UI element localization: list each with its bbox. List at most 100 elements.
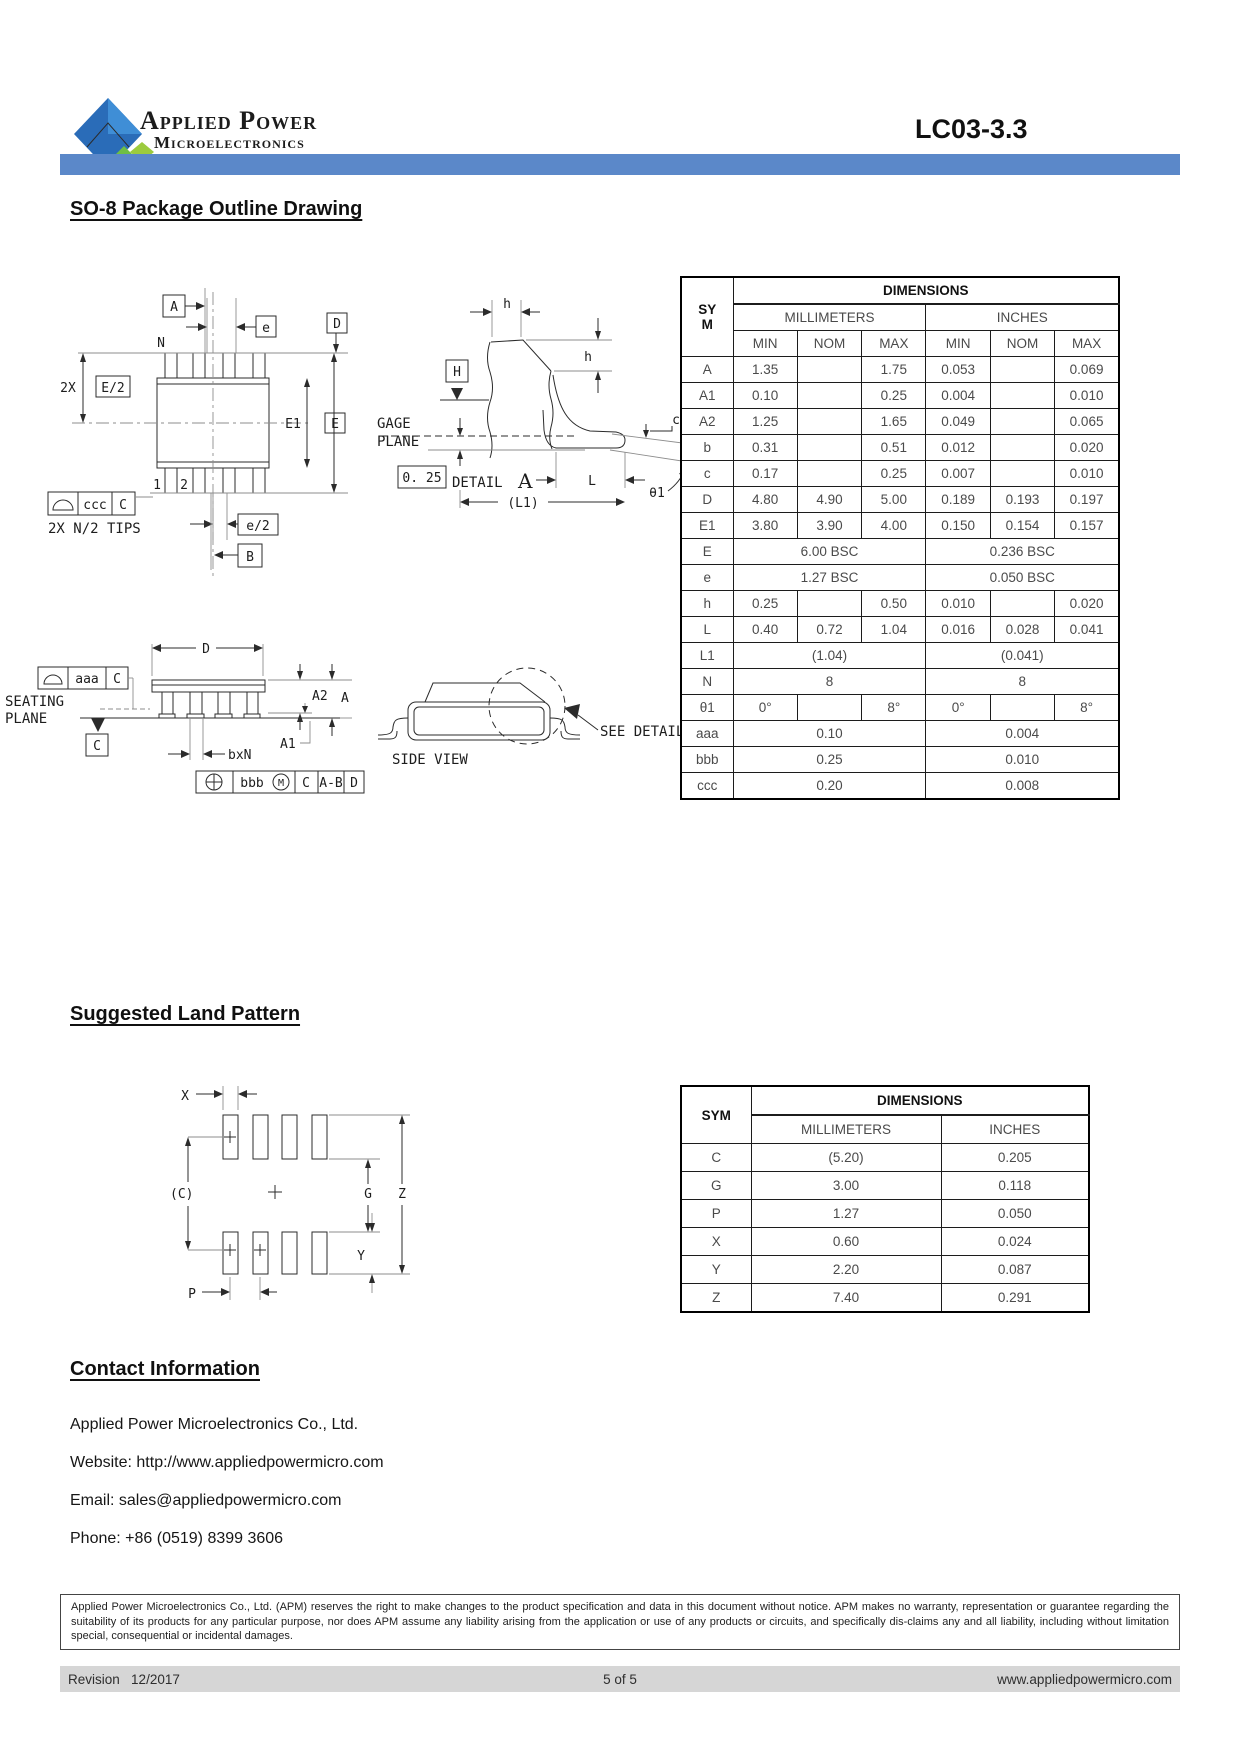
table-cell: 1.75 [861, 356, 927, 383]
pin1-label: 1 [153, 478, 161, 493]
table-cell: 0.10 [732, 720, 927, 747]
dim-label-X: X [181, 1089, 189, 1104]
col-header: MAX [1054, 330, 1120, 357]
table-cell: G [680, 1171, 752, 1200]
table-header-row: MIN NOM MAX MIN NOM MAX [681, 330, 1120, 357]
table-cell: c [680, 460, 734, 487]
table-cell: 0.291 [940, 1283, 1090, 1313]
table-cell [796, 694, 863, 721]
table-cell [989, 460, 1056, 487]
table-cell: 1.04 [861, 616, 927, 643]
dim-label-bxn: bxN [228, 748, 251, 763]
brand-line1: Applied Power [140, 106, 318, 135]
dim-label-L: L [588, 474, 596, 489]
contact-section-heading: Contact Information [70, 1358, 260, 1380]
table-cell: X [680, 1227, 752, 1256]
side-view-label: SIDE VIEW [392, 752, 468, 768]
table-cell: 3.90 [796, 512, 863, 539]
land-section-heading: Suggested Land Pattern [70, 1003, 301, 1025]
table-cell [796, 356, 863, 383]
table-cell: 0.40 [732, 616, 798, 643]
table-cell: P [680, 1199, 752, 1228]
header-divider-bar [60, 154, 1180, 175]
dim-label-Z: Z [398, 1187, 406, 1202]
seating-plane-label1: SEATING [5, 694, 64, 710]
table-cell: 0° [732, 694, 798, 721]
table-cell: 0.069 [1054, 356, 1120, 383]
table-cell: 0.31 [732, 434, 798, 461]
seating-plane-label2: PLANE [5, 711, 47, 727]
dim-label-G: G [364, 1187, 372, 1202]
table-cell: 0.041 [1054, 616, 1120, 643]
table-cell: A [680, 356, 734, 383]
table-cell: 8 [925, 668, 1120, 695]
table-cell: A2 [680, 408, 734, 435]
dim-label-A: A [170, 300, 178, 315]
table-cell: 6.00 BSC [732, 538, 927, 565]
table-cell: 1.27 [750, 1199, 942, 1228]
tips-note: 2X N/2 TIPS [48, 521, 141, 537]
table-cell: 0.049 [925, 408, 991, 435]
table-cell: 0.25 [732, 590, 798, 617]
dim-label-aaa: aaa [75, 672, 98, 687]
table-cell: θ1 [680, 694, 734, 721]
table-cell: 0.154 [989, 512, 1056, 539]
table-cell: 0.010 [1054, 460, 1120, 487]
dim-label-E: E [331, 417, 339, 432]
unit-header-mm: MILLIMETERS [750, 1114, 942, 1144]
gage-offset-value: 0. 25 [402, 471, 441, 486]
table-header-row: MILLIMETERS INCHES [681, 1114, 1090, 1144]
see-detail-label: SEE DETAIL [600, 724, 684, 740]
col-header: MIN [732, 330, 798, 357]
detail-a-view: h h H GAGE PLANE 0. 25 L [377, 297, 709, 511]
footer-page-number: 5 of 5 [603, 1671, 637, 1687]
table-cell [796, 590, 863, 617]
dim-label-A2: A2 [312, 689, 328, 704]
table-cell: 0.020 [1054, 590, 1120, 617]
table-cell: aaa [680, 720, 734, 747]
dim-label-D: D [333, 317, 341, 332]
table-cell: (0.041) [925, 642, 1120, 669]
package-side-profile: D aaa C SEATING PLANE C [5, 642, 365, 794]
land-pads [222, 1114, 328, 1275]
unit-header-mm: MILLIMETERS [732, 303, 927, 331]
revision-label: Revision [68, 1671, 120, 1687]
table-cell: 0.197 [1054, 486, 1120, 513]
table-cell: 1.65 [861, 408, 927, 435]
datum-c-label: C [119, 498, 127, 513]
footer-website: www.appliedpowermicro.com [997, 1671, 1172, 1687]
table-cell: 7.40 [750, 1283, 942, 1313]
table-cell: 0.010 [925, 746, 1120, 773]
datum-c2-label: C [113, 672, 121, 687]
detail-caption: DETAIL [452, 475, 503, 491]
table-cell [989, 694, 1056, 721]
table-cell: 4.00 [861, 512, 927, 539]
table-cell: 0.016 [925, 616, 991, 643]
table-cell: 0.004 [925, 720, 1120, 747]
dim-label-ccc: ccc [83, 498, 106, 513]
table-cell: 0.050 [940, 1199, 1090, 1228]
table-cell: 0.004 [925, 382, 991, 409]
table-cell: 0.010 [925, 590, 991, 617]
table-cell [989, 408, 1056, 435]
table-cell: L1 [680, 642, 734, 669]
dim-label-theta1: θ1 [649, 486, 665, 501]
table-cell: 0° [925, 694, 991, 721]
table-cell: 3.80 [732, 512, 798, 539]
modifier-m-label: M [278, 778, 284, 789]
table-cell: D [680, 486, 734, 513]
table-cell: 0.72 [796, 616, 863, 643]
